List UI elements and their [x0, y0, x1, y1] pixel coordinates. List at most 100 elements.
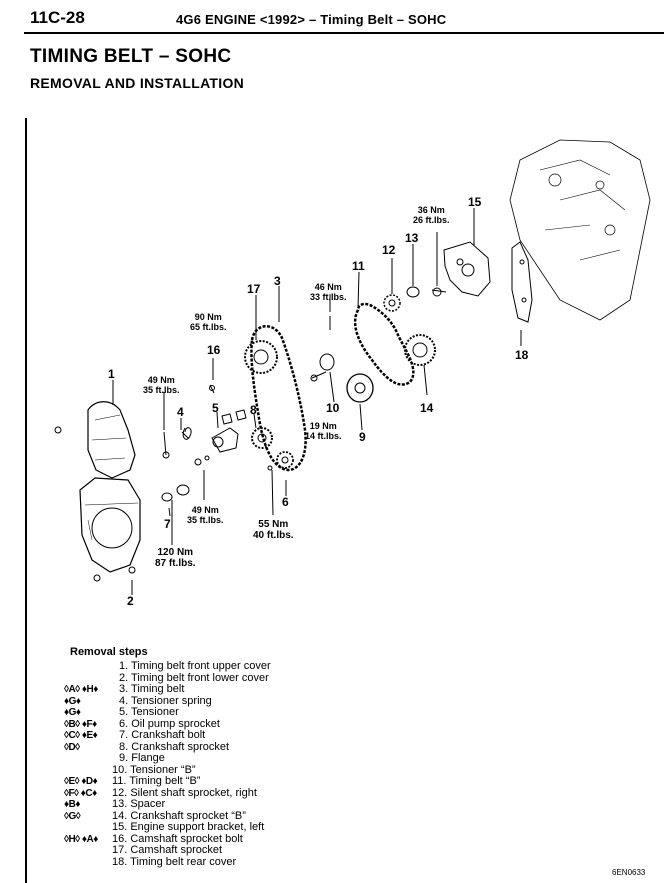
timing-belt-exploded-diagram [54, 139, 651, 595]
removal-step: 10. Tensioner “B” [64, 763, 271, 777]
removal-step: ◊F◊ ♦C♦ 12. Silent shaft sprocket, right [64, 786, 271, 800]
tensioner-spring-4 [181, 427, 192, 440]
step-text: 15. Engine support bracket, left [112, 821, 265, 833]
step-text: 6. Oil pump sprocket [119, 717, 220, 730]
step-text: 11. Timing belt “B” [112, 775, 201, 787]
camshaft-sprocket-17 [244, 340, 278, 374]
part-number-11: 11 [352, 259, 365, 273]
service-marks: ♦G♦ [64, 707, 81, 718]
removal-step: ◊H◊ ♦A♦16. Camshaft sprocket bolt [64, 832, 271, 846]
service-marks: ◊G◊ [64, 810, 81, 822]
part-number-17: 17 [247, 282, 261, 296]
service-marks: ♦G♦ [64, 695, 81, 707]
service-marks: ◊E◊ ♦D♦ [64, 776, 98, 787]
removal-step: ◊C◊ ♦E♦ 7. Crankshaft bolt [64, 729, 271, 742]
part-number-12: 12 [382, 243, 396, 257]
step-text: 16. Camshaft sprocket bolt [112, 832, 243, 845]
timing-belt-b-11 [353, 302, 415, 386]
service-marks: ◊B◊ ♦F♦ [64, 718, 97, 730]
step-text: 7. Crankshaft bolt [119, 729, 206, 741]
step-text: 5. Tensioner [119, 706, 179, 718]
service-marks [64, 857, 112, 869]
part-number-1: 1 [108, 367, 115, 381]
part-number-2: 2 [127, 594, 134, 608]
crank-sprocket-8 [251, 427, 273, 449]
left-margin-rule [25, 118, 27, 883]
section-subtitle: REMOVAL AND INSTALLATION [30, 75, 245, 91]
removal-step: 2. Timing belt front lower cover [64, 671, 271, 685]
part-number-7: 7 [164, 517, 171, 531]
step-text: 17. Camshaft sprocket [112, 844, 223, 856]
removal-step: ◊A◊ ♦H♦3. Timing belt [64, 683, 271, 696]
part-number-13: 13 [405, 231, 419, 245]
engine-bracket-15 [443, 241, 491, 297]
front-upper-cover-1 [87, 401, 136, 479]
removal-step: 1. Timing belt front upper cover [64, 660, 271, 673]
part-number-16: 16 [207, 343, 221, 357]
section-title: TIMING BELT – SOHC [30, 46, 232, 67]
step-text: 18. Timing belt rear cover [112, 855, 237, 868]
service-marks: ◊A◊ ♦H♦ [64, 684, 98, 695]
step-text: 12. Silent shaft sprocket, right [112, 786, 257, 799]
step-text: 4. Tensioner spring [119, 694, 212, 707]
part-number-9: 9 [359, 430, 366, 444]
step-text: 1. Timing belt front upper cover [119, 660, 271, 672]
tensioner-b-10 [319, 353, 335, 371]
service-marks [64, 673, 112, 685]
removal-step: ◊E◊ ♦D♦ 11. Timing belt “B” [64, 775, 271, 788]
part-number-3: 3 [274, 274, 281, 288]
part-number-8: 8 [250, 403, 257, 417]
step-text: 8. Crankshaft sprocket [119, 740, 230, 753]
part-number-15: 15 [468, 195, 482, 209]
service-marks: ◊D◊ [64, 741, 80, 753]
service-marks [64, 661, 112, 673]
page-code: 11C-28 [30, 8, 85, 27]
step-text: 14. Crankshaft sprocket “B” [112, 809, 246, 822]
figure-code: 6EN0633 [612, 868, 646, 877]
page-header-title: 4G6 ENGINE <1992> – Timing Belt – SOHC [176, 12, 447, 27]
spacer-13 [406, 286, 420, 298]
service-marks [64, 822, 112, 834]
removal-step: ♦G♦ 4. Tensioner spring [64, 694, 271, 708]
removal-step: ♦B♦13. Spacer [64, 798, 271, 811]
step-text: 10. Tensioner “B” [112, 763, 196, 776]
removal-steps-heading: Removal steps [70, 646, 148, 658]
service-marks: ◊F◊ ♦C♦ [64, 787, 97, 799]
part-number-14: 14 [420, 401, 434, 415]
removal-step: 15. Engine support bracket, left [64, 821, 271, 834]
part-number-6: 6 [282, 495, 289, 509]
silent-shaft-sprocket-12 [383, 294, 401, 312]
part-number-18: 18 [515, 348, 529, 362]
service-marks [64, 765, 112, 777]
step-text: 13. Spacer [112, 798, 166, 810]
part-number-10: 10 [326, 401, 340, 415]
service-marks: ◊C◊ ♦E♦ [64, 730, 98, 741]
part-number-5: 5 [212, 401, 219, 415]
removal-step: ◊D◊ 8. Crankshaft sprocket [64, 740, 271, 754]
timing-belt-3 [250, 325, 307, 472]
step-text: 2. Timing belt front lower cover [119, 671, 269, 684]
removal-step: ◊B◊ ♦F♦ 6. Oil pump sprocket [64, 717, 271, 731]
removal-step: 18. Timing belt rear cover [64, 855, 271, 869]
flange-9 [346, 373, 374, 403]
rear-cover-18 [511, 241, 533, 323]
part-number-4: 4 [177, 405, 184, 419]
removal-step: 17. Camshaft sprocket [64, 844, 271, 857]
oil-pump-sprocket-6 [276, 451, 294, 469]
front-lower-cover-2 [79, 477, 141, 573]
service-marks [64, 845, 112, 857]
removal-step: 9. Flange [64, 752, 271, 765]
tensioner-5 [211, 427, 239, 453]
removal-step: ♦G♦ 5. Tensioner [64, 706, 271, 719]
engine-block-outline [509, 139, 651, 321]
step-text: 9. Flange [119, 752, 165, 764]
